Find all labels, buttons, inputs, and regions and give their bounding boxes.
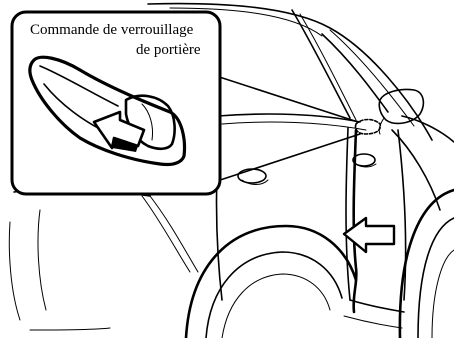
door-open-arrow-icon: [344, 218, 394, 252]
front-door-handle: [353, 154, 376, 167]
side-mirror: [379, 89, 423, 134]
callout-leader-lines: [204, 72, 360, 184]
callout-label-line1: Commande de verrouillage: [30, 22, 194, 38]
callout-box: Commande de verrouillage de portière: [12, 12, 220, 194]
rear-door-handle: [238, 169, 268, 185]
callout-label-line2: de portière: [136, 42, 201, 58]
